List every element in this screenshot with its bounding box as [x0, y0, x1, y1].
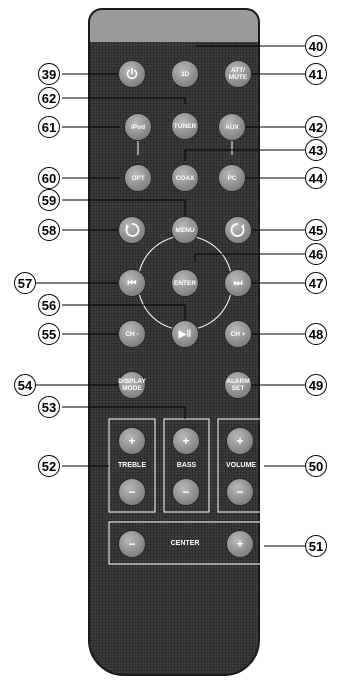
callout-61: 61	[38, 116, 60, 138]
callout-54: 54	[14, 374, 36, 396]
rotate-right-icon	[230, 222, 246, 238]
alarm-set-button[interactable]: ALARM SET	[224, 371, 252, 399]
minus-label: −	[128, 489, 135, 496]
menu-button[interactable]: MENU	[171, 216, 199, 244]
volume-label: VOLUME	[219, 462, 263, 469]
bass-label: BASS	[165, 462, 208, 469]
callout-56: 56	[38, 294, 60, 316]
ch-plus-label: CH +	[231, 331, 246, 338]
callout-48: 48	[305, 323, 327, 345]
ipod-button[interactable]: iPod	[124, 113, 152, 141]
aux-button[interactable]: AUX	[218, 113, 246, 141]
callout-44: 44	[305, 167, 327, 189]
volume-plus-button[interactable]: +	[226, 427, 254, 455]
callout-47: 47	[305, 272, 327, 294]
callout-60: 60	[38, 167, 60, 189]
plus-label: +	[236, 541, 243, 548]
rotate-right-button[interactable]	[224, 216, 252, 244]
callout-52: 52	[38, 455, 60, 477]
callout-49: 49	[305, 374, 327, 396]
bass-plus-button[interactable]: +	[172, 427, 200, 455]
minus-label: −	[128, 541, 135, 548]
plus-label: +	[236, 438, 243, 445]
callout-59: 59	[38, 189, 60, 211]
plus-label: +	[128, 438, 135, 445]
tuner-button[interactable]: TUNER	[171, 112, 199, 140]
skip-back-icon: ⏮	[128, 280, 137, 287]
center-plus-button[interactable]: +	[226, 530, 254, 558]
enter-button[interactable]: ENTER	[171, 269, 199, 297]
callout-46: 46	[305, 243, 327, 265]
ch-minus-button[interactable]: CH -	[118, 320, 146, 348]
callout-53: 53	[38, 396, 60, 418]
power-button[interactable]	[118, 60, 146, 88]
volume-minus-button[interactable]: −	[226, 478, 254, 506]
att-mute-button[interactable]: ATT/ MUTE	[224, 60, 252, 88]
skip-forward-icon: ⏭	[234, 280, 243, 287]
rotate-left-button[interactable]	[118, 216, 146, 244]
rotate-left-icon	[124, 222, 140, 238]
callout-58: 58	[38, 219, 60, 241]
opt-label: OPT	[131, 175, 144, 182]
callout-51: 51	[305, 535, 327, 557]
coax-button[interactable]: COAX	[171, 164, 199, 192]
minus-label: −	[236, 489, 243, 496]
pc-button[interactable]: PC	[218, 164, 246, 192]
callout-45: 45	[305, 219, 327, 241]
center-minus-button[interactable]: −	[118, 530, 146, 558]
att-mute-label: ATT/ MUTE	[225, 67, 251, 81]
ipod-label: iPod	[131, 124, 145, 131]
ch-plus-button[interactable]: CH +	[224, 320, 252, 348]
callout-50: 50	[305, 455, 327, 477]
opt-button[interactable]: OPT	[124, 164, 152, 192]
callout-42: 42	[305, 116, 327, 138]
prev-button[interactable]: ⏮	[118, 269, 146, 297]
callout-43: 43	[305, 139, 327, 161]
plus-label: +	[182, 438, 189, 445]
callout-57: 57	[14, 272, 36, 294]
next-button[interactable]: ⏭	[224, 269, 252, 297]
enter-label: ENTER	[174, 280, 196, 287]
display-mode-button[interactable]: DISPLAY MODE	[118, 371, 146, 399]
bass-minus-button[interactable]: −	[172, 478, 200, 506]
treble-plus-button[interactable]: +	[118, 427, 146, 455]
pc-label: PC	[227, 175, 236, 182]
menu-label: MENU	[175, 227, 194, 234]
tuner-label: TUNER	[174, 123, 196, 130]
ch-minus-label: CH -	[125, 331, 138, 338]
display-mode-label: DISPLAY MODE	[118, 378, 145, 392]
callout-40: 40	[305, 35, 327, 57]
callout-41: 41	[305, 63, 327, 85]
3d-button[interactable]: 3D	[171, 60, 199, 88]
coax-label: COAX	[176, 175, 195, 182]
treble-label: TREBLE	[110, 462, 154, 469]
callout-62: 62	[38, 87, 60, 109]
aux-label: AUX	[225, 124, 239, 131]
play-pause-icon: ▶ǁ	[179, 331, 192, 338]
3d-label: 3D	[181, 71, 189, 78]
power-icon	[125, 67, 139, 81]
treble-minus-button[interactable]: −	[118, 478, 146, 506]
callout-55: 55	[38, 323, 60, 345]
center-label: CENTER	[150, 540, 220, 547]
minus-label: −	[182, 489, 189, 496]
play-pause-button[interactable]: ▶ǁ	[171, 320, 199, 348]
alarm-set-label: ALARM SET	[225, 378, 251, 392]
callout-39: 39	[38, 63, 60, 85]
